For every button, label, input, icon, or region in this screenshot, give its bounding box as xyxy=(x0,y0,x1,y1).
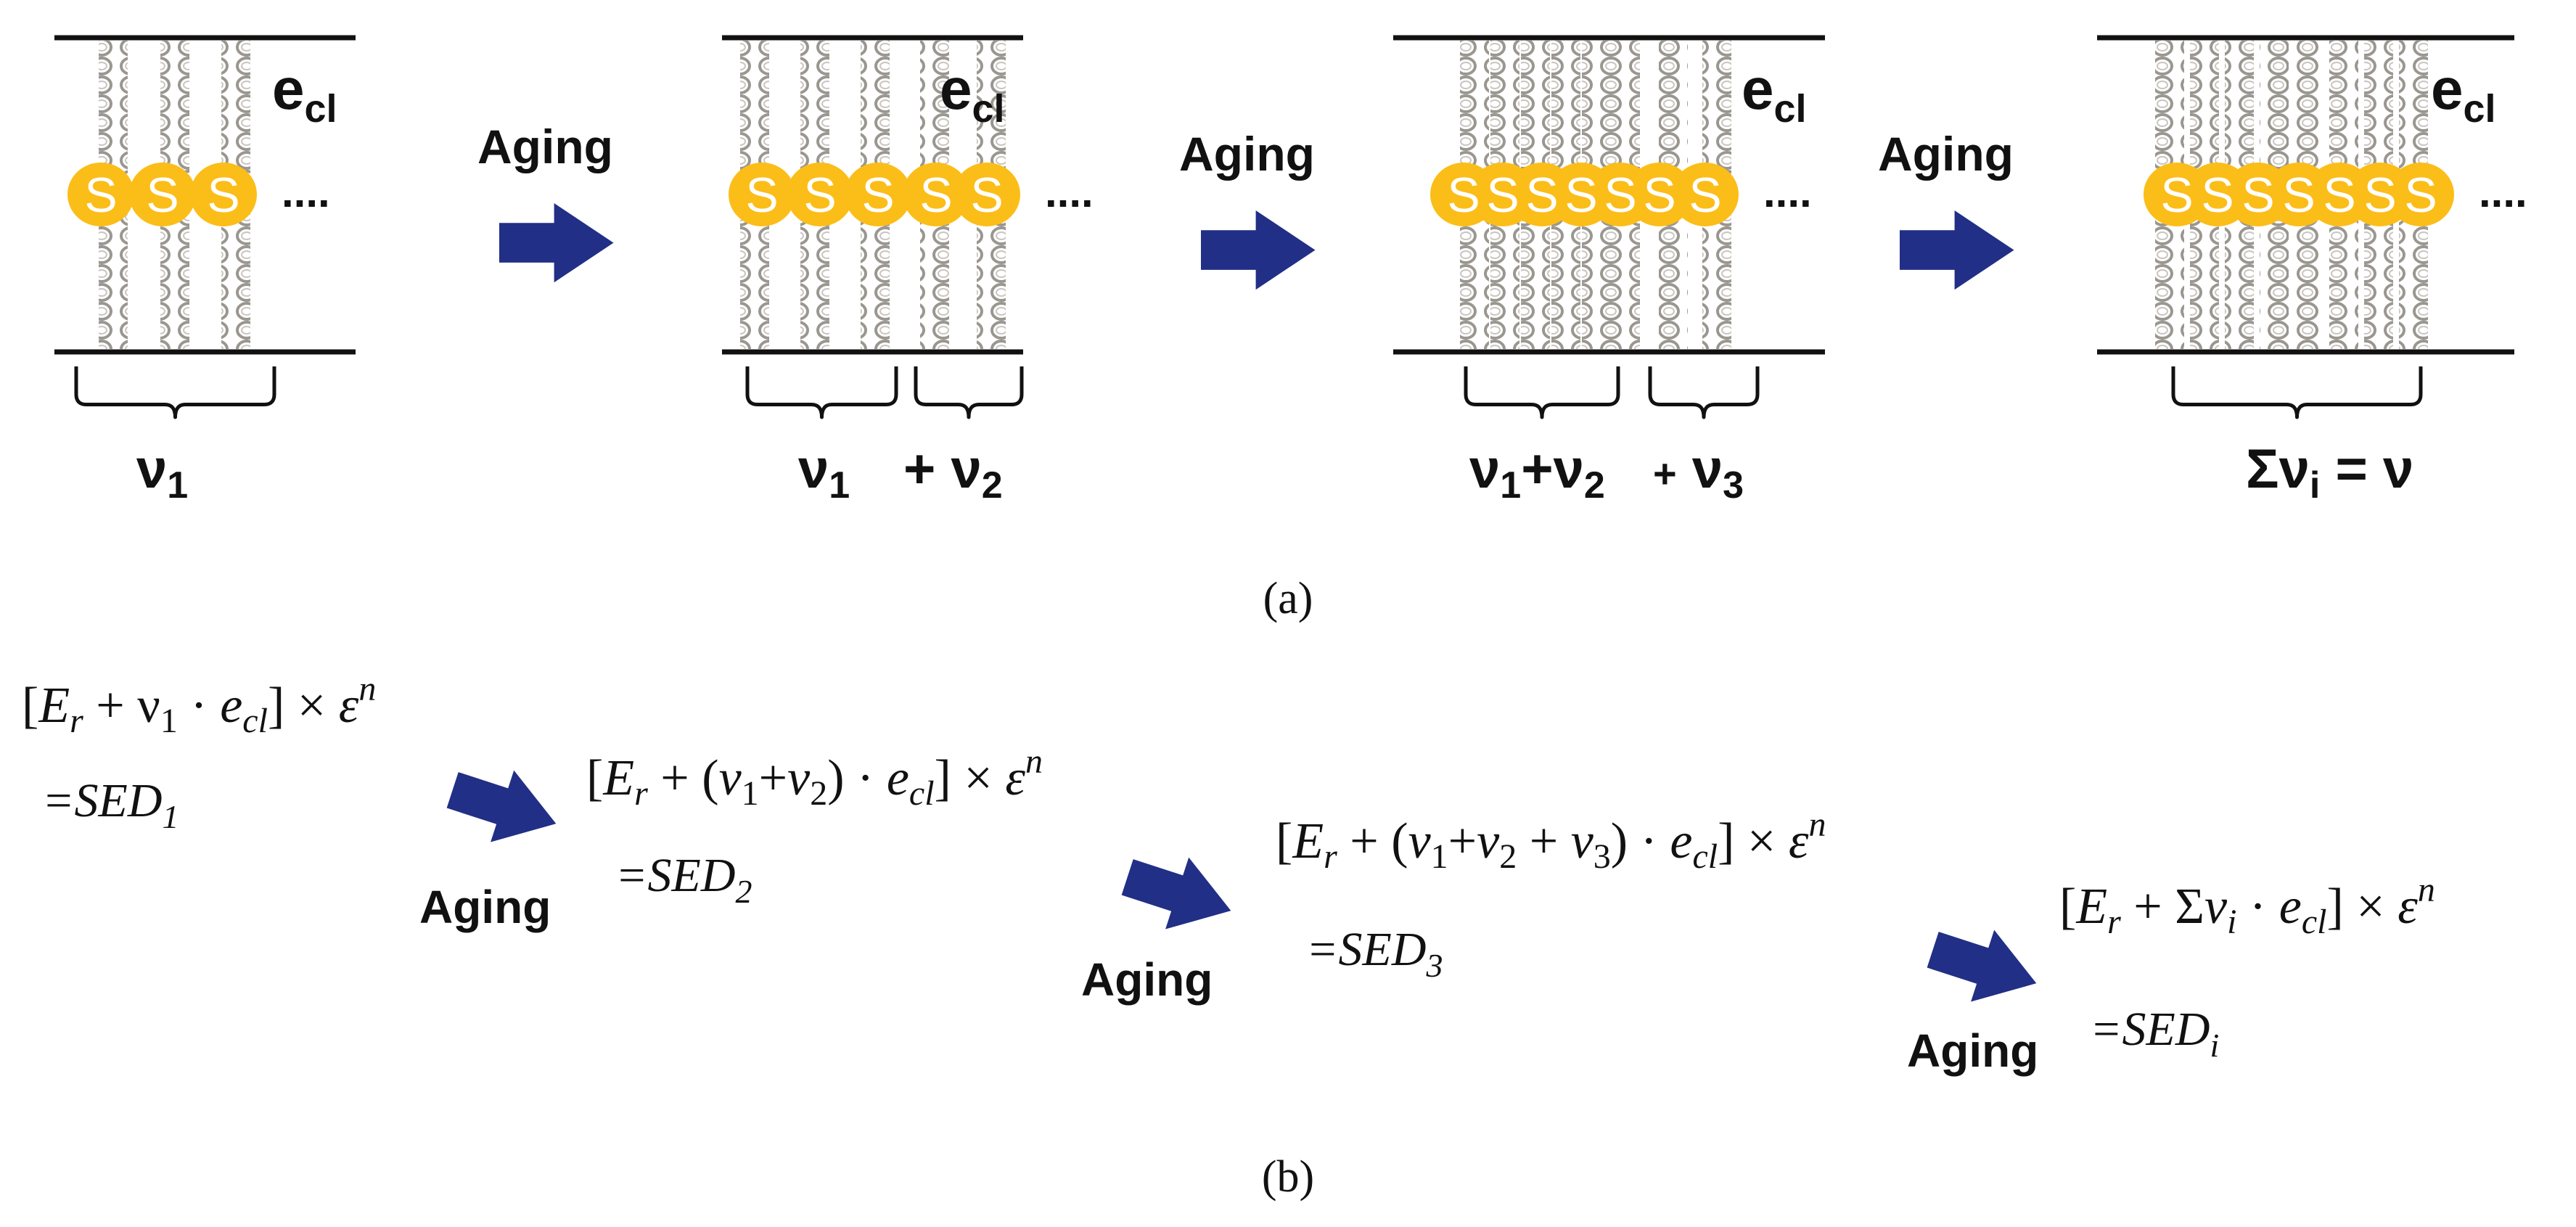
nu-3-label: + ν3 xyxy=(1653,438,1744,506)
sulfur-crosslink-bead xyxy=(2387,163,2454,226)
ellipsis: .... xyxy=(2479,168,2527,216)
ellipsis: .... xyxy=(1045,168,1094,216)
right-arrow-icon xyxy=(1900,210,2014,290)
sulfur-crosslink-bead xyxy=(787,163,853,226)
curly-brace xyxy=(1648,366,1760,419)
aging-label: Aging xyxy=(477,120,613,173)
sed-line: =SED2 xyxy=(615,849,752,910)
sulfur-label: S xyxy=(2201,168,2234,223)
nu-1-plus-nu-2-label: ν1+ν2 xyxy=(1469,438,1605,506)
sulfur-crosslink-bead xyxy=(845,163,911,226)
caption-b: (b) xyxy=(1262,1152,1314,1202)
sulfur-label: S xyxy=(1689,168,1721,223)
right-arrow-icon xyxy=(1201,210,1316,290)
sulfur-label: S xyxy=(84,168,117,223)
equation-line: [Er + (ν1+ν2 + ν3) · ecl] × εn xyxy=(1276,805,1826,876)
right-arrow-icon xyxy=(499,203,614,283)
equation-line: [Er + ν1 · ecl] × εn xyxy=(22,670,376,740)
sulfur-label: S xyxy=(1447,168,1480,223)
sulfur-label: S xyxy=(1564,168,1597,223)
sulfur-label: S xyxy=(2241,168,2274,223)
aging-label: Aging xyxy=(1081,953,1213,1006)
ellipsis: .... xyxy=(1763,168,1812,216)
sum-nu-label: Σνi = ν xyxy=(2246,438,2413,506)
equation-line: [Er + (ν1+ν2) · ecl] × εn xyxy=(586,742,1043,813)
sulfur-label: S xyxy=(2160,168,2193,223)
sulfur-label: S xyxy=(1604,168,1636,223)
sulfur-crosslink-bead xyxy=(1672,163,1739,226)
sulfur-crosslink-bead xyxy=(190,163,257,226)
nu-2-label: + ν2 xyxy=(903,438,1003,506)
aging-arrow xyxy=(446,770,557,842)
sulfur-label: S xyxy=(146,168,179,223)
sulfur-crosslink-bead xyxy=(67,163,134,226)
aging-label: Aging xyxy=(419,881,551,933)
panel-b: [Er + ν1 · ecl] × εn =SED1 [Er + (ν1+ν2) ·… xyxy=(22,670,2435,1202)
curly-brace xyxy=(2171,366,2423,419)
ecl-label: ecl xyxy=(1742,57,1807,131)
aging-label: Aging xyxy=(1179,127,1315,181)
curly-brace xyxy=(74,366,276,419)
equation-line: [Er + Σνi · ecl] × εn xyxy=(2059,871,2435,941)
sulfur-label: S xyxy=(2363,168,2396,223)
sulfur-label: S xyxy=(2323,168,2355,223)
right-arrow-icon xyxy=(1927,930,2037,1002)
ecl-label: ecl xyxy=(2431,57,2496,131)
sulfur-label: S xyxy=(1525,168,1558,223)
nu-1-label: ν1 xyxy=(798,438,850,506)
sulfur-label: S xyxy=(1643,168,1675,223)
sulfur-crosslink-bead xyxy=(953,163,1020,226)
sulfur-crosslink-bead xyxy=(729,163,795,226)
sed-line: =SED3 xyxy=(1306,923,1443,984)
aging-arrow xyxy=(1121,857,1231,930)
sulfur-label: S xyxy=(745,168,778,223)
nu-1-label: ν1 xyxy=(136,438,188,506)
caption-a: (a) xyxy=(1263,574,1313,623)
aging-arrow xyxy=(1927,930,2037,1002)
sulfur-label: S xyxy=(861,168,894,223)
ecl-label: ecl xyxy=(272,57,337,131)
right-arrow-icon xyxy=(446,770,557,842)
sulfur-crosslink-bead xyxy=(129,163,196,226)
aging-label: Aging xyxy=(1878,127,2014,181)
sed-line: =SED1 xyxy=(42,774,179,835)
sulfur-label: S xyxy=(919,168,952,223)
sulfur-label: S xyxy=(2282,168,2315,223)
sed-line: =SEDi xyxy=(2090,1003,2219,1064)
sulfur-label: S xyxy=(803,168,836,223)
sulfur-label: S xyxy=(1486,168,1519,223)
sulfur-label: S xyxy=(2404,168,2437,223)
curly-brace xyxy=(1464,366,1620,419)
sulfur-label: S xyxy=(970,168,1003,223)
sulfur-crosslink-bead xyxy=(1626,163,1693,226)
ellipsis: .... xyxy=(282,168,330,216)
curly-brace xyxy=(914,366,1024,419)
right-arrow-icon xyxy=(1121,857,1231,930)
ecl-label: ecl xyxy=(940,57,1005,131)
aging-label: Aging xyxy=(1907,1025,2038,1077)
curly-brace xyxy=(745,366,898,419)
sulfur-crosslink-bead xyxy=(903,163,969,226)
sulfur-label: S xyxy=(207,168,239,223)
